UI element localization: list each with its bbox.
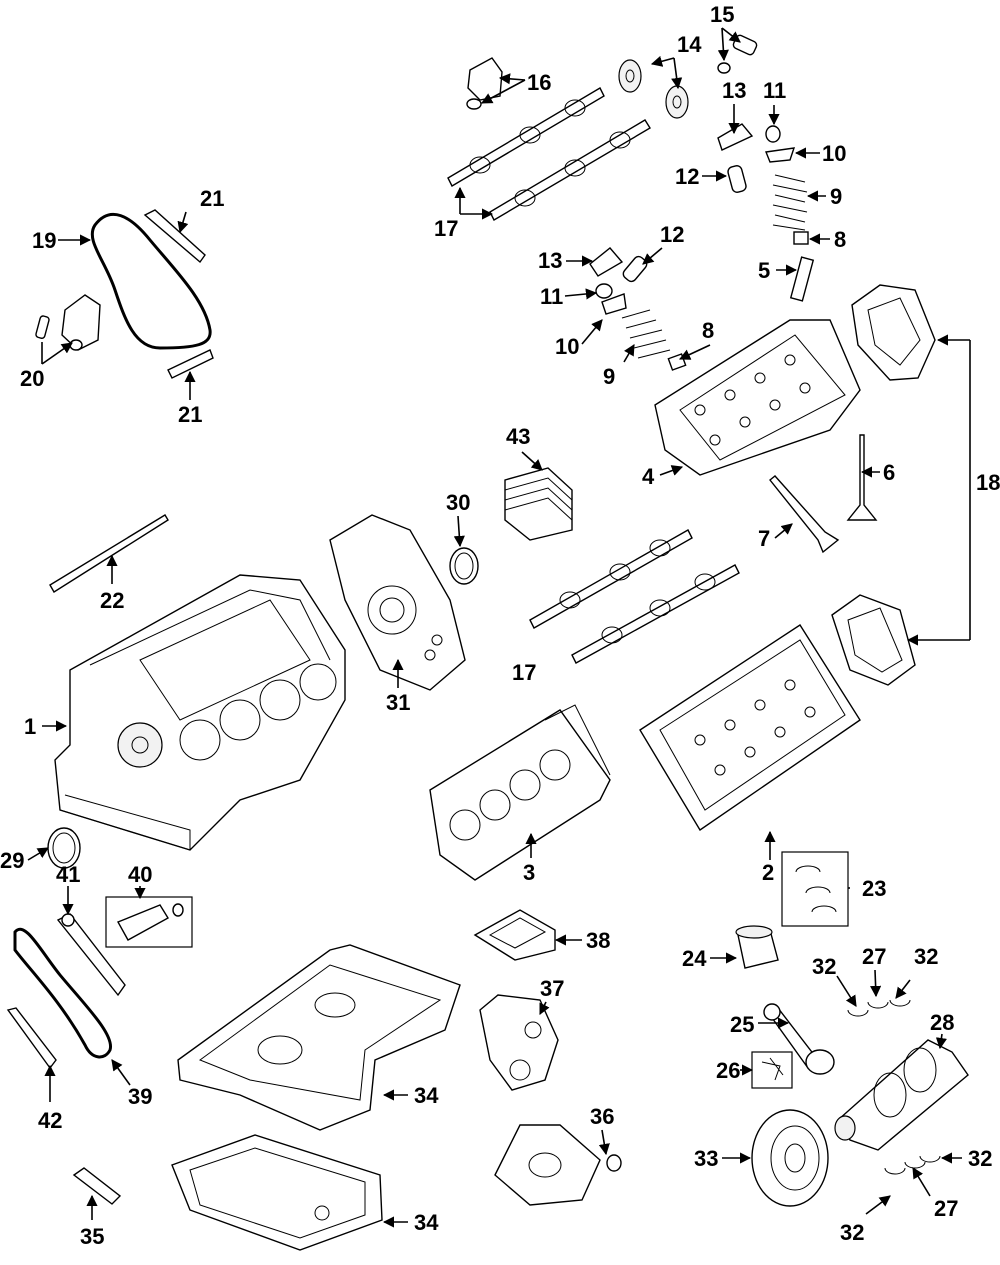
callout-21-upper: 21 <box>200 186 224 211</box>
callout-28: 28 <box>930 1010 954 1035</box>
valve-guide-part <box>789 256 815 302</box>
callout-20: 20 <box>20 366 44 391</box>
piston-rings-part <box>781 851 849 927</box>
oil-baffle-part <box>473 909 556 961</box>
oil-chain-tensioner-part <box>56 913 126 997</box>
head-gasket-part <box>429 704 611 881</box>
timing-cover-part <box>329 514 466 691</box>
main-bearing-part <box>847 999 941 1175</box>
oil-pipe-part <box>49 514 169 593</box>
callout-26: 26 <box>716 1058 740 1083</box>
sealant-tube-part <box>72 1167 122 1205</box>
callout-15: 15 <box>710 2 734 27</box>
callout-12-lower: 12 <box>660 222 684 247</box>
callout-42: 42 <box>38 1108 62 1133</box>
cylinder-head-right-part <box>639 624 861 831</box>
valve-keeper-part <box>595 125 781 299</box>
callout-37: 37 <box>540 976 564 1001</box>
spring-retainer-part <box>601 147 796 315</box>
oil-chain-guide-part <box>6 1007 57 1070</box>
cylinder-head-left-part <box>654 319 861 476</box>
callout-11-upper: 11 <box>763 78 786 103</box>
callout-32-d: 32 <box>840 1220 864 1245</box>
callout-39: 39 <box>128 1084 152 1109</box>
callout-12-upper: 12 <box>675 164 699 189</box>
oil-pump-chain-part <box>13 927 112 1059</box>
callout-13-upper: 13 <box>722 78 746 103</box>
callout-31: 31 <box>386 690 410 715</box>
callout-8-lower: 8 <box>702 318 714 343</box>
callout-17-upper: 17 <box>434 216 458 241</box>
valve-spring-part <box>621 174 808 359</box>
callout-6: 6 <box>883 460 895 485</box>
callout-9-upper: 9 <box>830 184 842 209</box>
callout-41: 41 <box>56 862 80 887</box>
exhaust-valve-part <box>846 434 878 521</box>
oil-pump-cover-part <box>494 1124 622 1206</box>
callout-34-upper: 34 <box>414 1083 439 1108</box>
callout-1: 1 <box>24 714 36 739</box>
callout-8-upper: 8 <box>834 227 846 252</box>
callout-25: 25 <box>730 1012 754 1037</box>
callout-10-upper: 10 <box>822 141 846 166</box>
callout-32-a: 32 <box>812 954 836 979</box>
oil-cooler-part <box>504 467 573 541</box>
crankshaft-part <box>834 1039 969 1151</box>
timing-chain-part <box>90 212 212 350</box>
callout-10-lower: 10 <box>555 334 579 359</box>
callout-9-lower: 9 <box>603 364 615 389</box>
lash-adjuster-part <box>622 165 747 283</box>
camshaft-upper-part <box>447 87 651 221</box>
front-crank-seal-part <box>449 547 479 585</box>
callout-4: 4 <box>642 464 655 489</box>
callout-7: 7 <box>758 526 770 551</box>
oil-pan-upper-part <box>177 944 461 1131</box>
callout-22: 22 <box>100 588 124 613</box>
oil-control-valve-part <box>105 896 193 948</box>
callout-40: 40 <box>128 862 152 887</box>
callout-38: 38 <box>586 928 610 953</box>
callout-17-lower: 17 <box>512 660 536 685</box>
callout-24: 24 <box>682 946 707 971</box>
callout-21-lower: 21 <box>178 402 202 427</box>
callout-35: 35 <box>80 1224 104 1249</box>
valve-cover-part <box>831 284 936 686</box>
callout-27-lower: 27 <box>934 1196 958 1221</box>
leader-lines <box>27 27 971 1228</box>
callout-34-lower: 34 <box>414 1210 439 1235</box>
callout-33: 33 <box>694 1146 718 1171</box>
callout-43: 43 <box>506 424 530 449</box>
rod-bearing-part <box>751 1051 793 1089</box>
engine-block-part <box>54 574 346 851</box>
cam-adjuster-part <box>618 59 689 119</box>
callout-19: 19 <box>32 228 56 253</box>
callout-30: 30 <box>446 490 470 515</box>
callout-29: 29 <box>0 848 24 873</box>
callout-16: 16 <box>527 70 551 95</box>
chain-guide-part <box>143 209 214 379</box>
callout-3: 3 <box>523 860 535 885</box>
callout-36: 36 <box>590 1104 614 1129</box>
callout-32-b: 32 <box>914 944 938 969</box>
oil-pump-part <box>479 994 559 1091</box>
callout-18: 18 <box>976 470 1000 495</box>
callout-2: 2 <box>762 860 774 885</box>
camshaft-lower-part <box>529 529 740 664</box>
callout-11-lower: 11 <box>540 284 563 309</box>
oil-pan-lower-part <box>171 1134 383 1251</box>
callout-27-upper: 27 <box>862 944 886 969</box>
callout-23: 23 <box>862 876 886 901</box>
camshaft-solenoid-part <box>466 57 503 110</box>
callout-5: 5 <box>758 258 770 283</box>
chain-tensioner-part <box>35 294 101 351</box>
intake-valve-part <box>769 475 840 554</box>
callout-13-lower: 13 <box>538 248 562 273</box>
piston-part <box>735 925 779 969</box>
callout-14: 14 <box>677 32 702 57</box>
crank-pulley-part <box>751 1109 829 1207</box>
callout-32-c: 32 <box>968 1146 992 1171</box>
